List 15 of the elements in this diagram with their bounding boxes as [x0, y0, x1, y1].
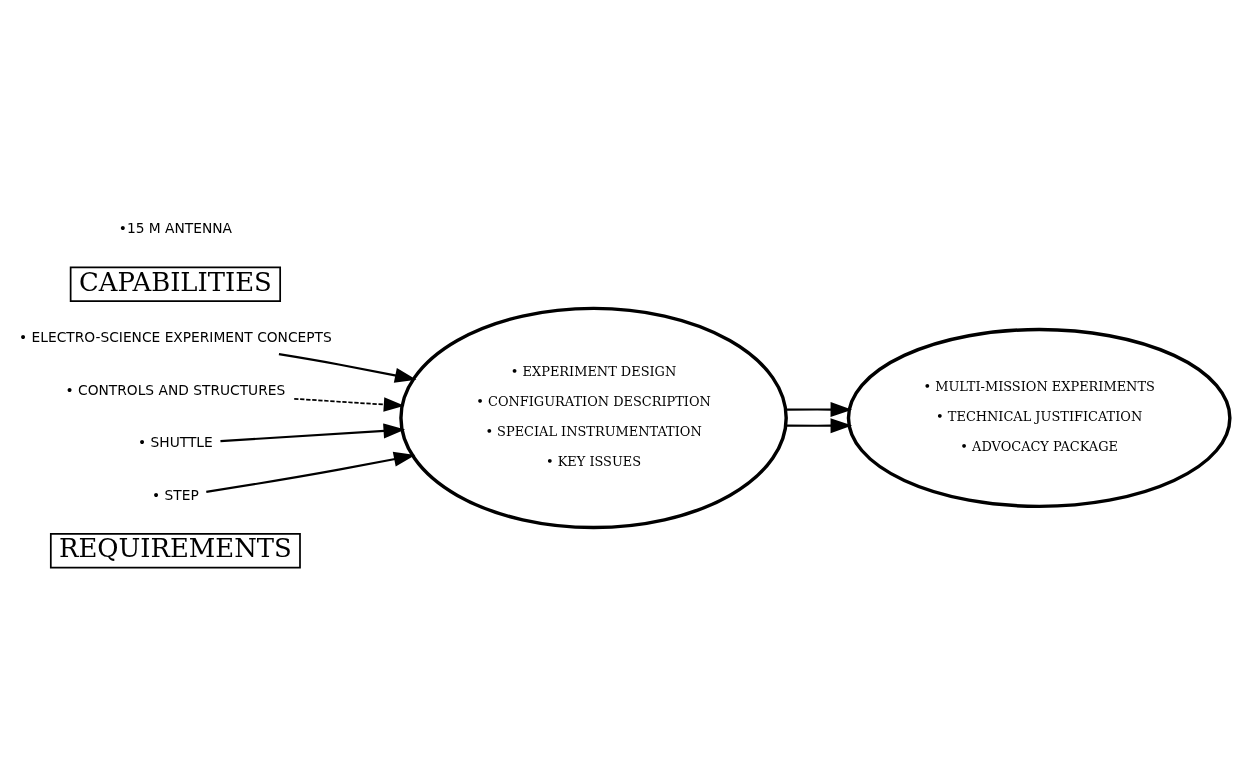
node-ellipse: • MULTI-MISSION EXPERIMENTS • TECHNICAL JUSTIFICATION • ADVOCACY PACKAGE: [846, 327, 1232, 508]
arrow: [278, 352, 417, 383]
node-text: • SHUTTLE: [138, 433, 213, 450]
arrow: [293, 396, 405, 412]
node-text: • CONTROLS AND STRUCTURES: [65, 380, 286, 397]
node-text: • ELECTRO-SCIENCE EXPERIMENT CONCEPTS: [19, 328, 332, 345]
arrow: [220, 422, 406, 442]
arrow: [206, 451, 416, 493]
node-ellipse: • EXPERIMENT DESIGN • CONFIGURATION DESCRIPTION • SPECIAL INSTRUMENTATION • KEY ISSUES: [399, 306, 788, 529]
arrow: [785, 417, 853, 433]
arrow: [785, 401, 853, 417]
node-box: CAPABILITIES: [69, 266, 282, 302]
node-text: • STEP: [152, 486, 199, 503]
node-box: REQUIREMENTS: [49, 532, 301, 568]
node-text: •15 M ANTENNA: [118, 219, 233, 236]
